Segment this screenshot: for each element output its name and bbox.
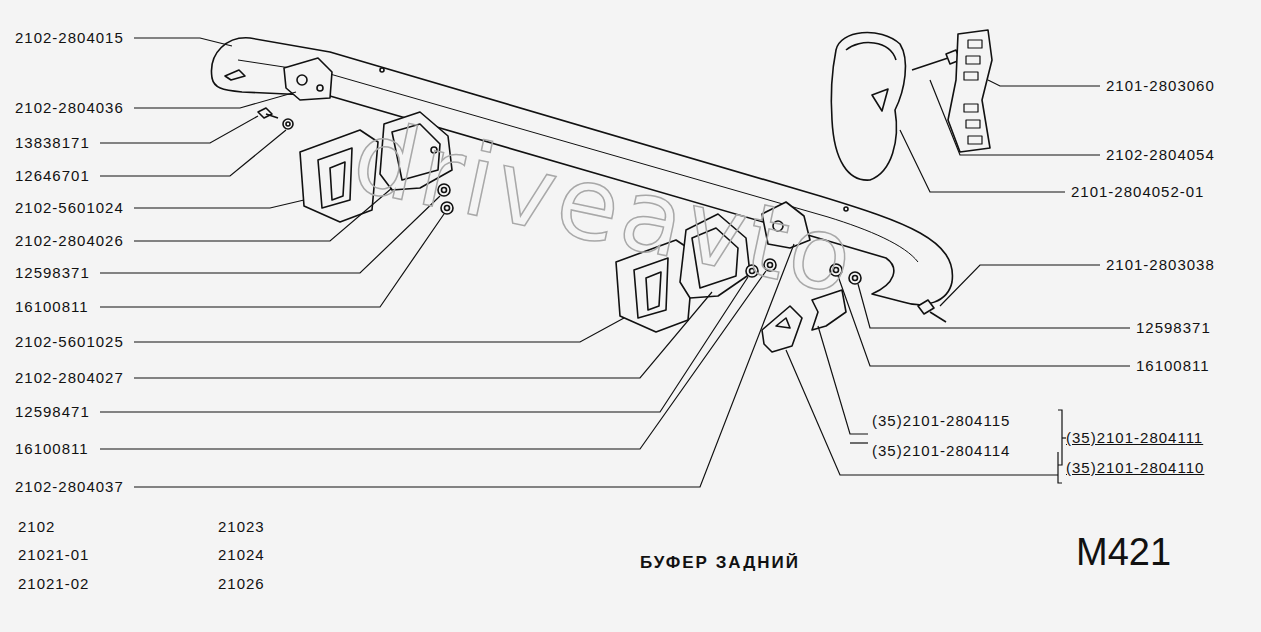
part-number: 12598471 xyxy=(15,402,90,422)
part-number: 12598371 xyxy=(1136,318,1211,338)
part-number: (35)2101-2804114 xyxy=(872,441,1010,461)
part-number: (35)2101-2804115 xyxy=(872,411,1010,431)
part-number: 2101-2804052-01 xyxy=(1071,182,1204,202)
part-number: 2102-2804036 xyxy=(15,98,124,118)
part-number: 2101-2803060 xyxy=(1106,76,1215,96)
part-number: 2102-2804054 xyxy=(1106,145,1215,165)
model-code: 21021-02 xyxy=(18,574,89,594)
part-number: (35)2101-2804110 xyxy=(1066,458,1204,478)
model-code: 21026 xyxy=(218,574,265,594)
part-number: 2102-5601025 xyxy=(15,332,124,352)
part-number: 2102-2804037 xyxy=(15,477,124,497)
model-code: 21023 xyxy=(218,517,265,537)
part-number: 13838171 xyxy=(15,133,90,153)
figure-code: M421 xyxy=(1076,532,1171,574)
part-number: 2102-2804026 xyxy=(15,231,124,251)
part-number: 12598371 xyxy=(15,263,90,283)
part-number: 12646701 xyxy=(15,166,90,186)
part-number: 2102-2804015 xyxy=(15,28,124,48)
part-number: 16100811 xyxy=(1136,356,1210,376)
part-number: 2102-5601024 xyxy=(15,198,124,218)
part-number: 16100811 xyxy=(15,297,89,317)
part-number: 16100811 xyxy=(15,439,89,459)
diagram-title: БУФЕР ЗАДНИЙ xyxy=(640,553,800,573)
model-code: 21021-01 xyxy=(18,545,89,565)
model-code: 21024 xyxy=(218,545,265,565)
part-number: 2101-2803038 xyxy=(1106,255,1215,275)
part-number: 2102-2804027 xyxy=(15,368,124,388)
model-code: 2102 xyxy=(18,517,55,537)
part-number: (35)2101-2804111 xyxy=(1066,428,1203,448)
